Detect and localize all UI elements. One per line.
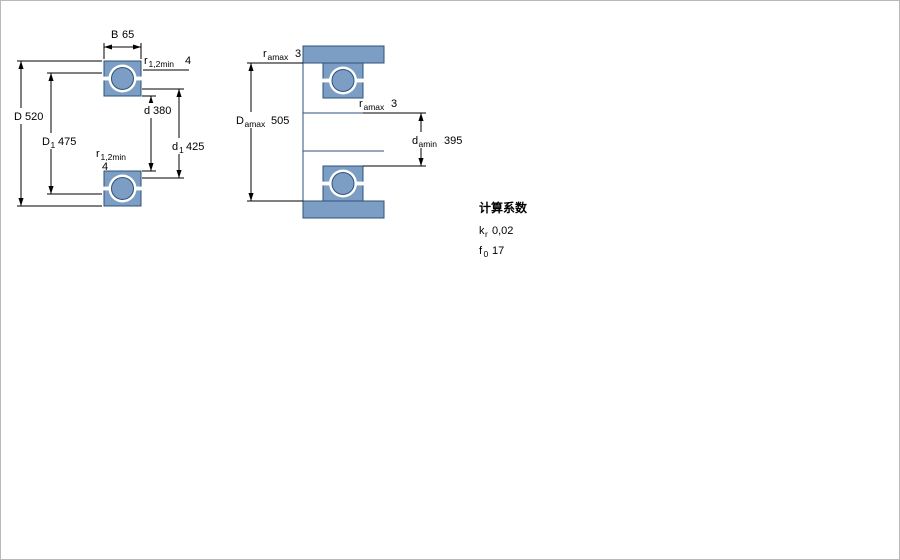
dim-value-r12-top: 4 xyxy=(185,55,191,67)
label-bg-d xyxy=(142,103,174,118)
dim-subscript-d1: 1 xyxy=(179,145,184,155)
ball-top xyxy=(111,67,134,90)
calculation-factors-title: 计算系数 xyxy=(479,200,528,215)
dim-subscript-r12-top: 1,2min xyxy=(149,59,175,69)
dim-symbol-D: D xyxy=(14,111,22,123)
dim-value-B: 65 xyxy=(122,29,134,41)
dim-symbol-B: B xyxy=(111,29,118,41)
dim-symbol-ra-mid: r xyxy=(359,98,363,110)
factor-subscript-f0: 0 xyxy=(484,249,489,259)
dim-symbol-D1: D xyxy=(42,136,50,148)
dim-value-r12-mid: 4 xyxy=(102,161,108,173)
factor-symbol-f0: f xyxy=(479,245,483,257)
calculation-factors: 计算系数 k r 0,02 f 0 17 xyxy=(479,200,528,259)
dim-value-d: 380 xyxy=(153,105,171,117)
label-bg-da xyxy=(410,132,466,148)
main-bearing-figure: B 65 r 1,2min 4 D 520 D 1 475 d 380 d xyxy=(12,29,209,207)
dim-value-ra-mid: 3 xyxy=(391,98,397,110)
bearing-solids-main xyxy=(103,60,142,207)
housing-shoulder-top xyxy=(302,45,385,64)
factor-symbol-kr: k xyxy=(479,225,485,237)
label-bg-Da xyxy=(234,112,292,128)
dim-subscript-Da: amax xyxy=(245,119,267,129)
ball-bottom xyxy=(331,172,355,195)
factor-value-f0: 17 xyxy=(492,245,504,257)
dim-symbol-r12-top: r xyxy=(144,55,148,67)
dim-value-D: 520 xyxy=(25,111,43,123)
dim-symbol-d1: d xyxy=(172,141,178,153)
dim-subscript-D1: 1 xyxy=(51,140,56,150)
dim-value-d1: 425 xyxy=(186,141,204,153)
dim-symbol-Da: D xyxy=(236,115,244,127)
dim-value-Da: 505 xyxy=(271,115,289,127)
ball-top xyxy=(331,69,355,92)
dim-subscript-ra-mid: amax xyxy=(364,102,386,112)
factor-value-kr: 0,02 xyxy=(492,225,513,237)
factor-subscript-kr: r xyxy=(485,229,488,239)
abutment-figure: D amax 505 r amax 3 d amin 395 r amax 3 xyxy=(234,45,466,219)
housing-shoulder-bottom xyxy=(302,200,385,219)
dim-value-da: 395 xyxy=(444,135,462,147)
dim-value-ra-top: 3 xyxy=(295,48,301,60)
dim-symbol-d: d xyxy=(144,105,150,117)
dim-subscript-da: amin xyxy=(419,139,438,149)
dim-value-D1: 475 xyxy=(58,136,76,148)
dim-subscript-r12-mid: 1,2min xyxy=(101,152,127,162)
label-bg-d1 xyxy=(170,138,209,154)
bearing-solids-abutment xyxy=(302,45,385,219)
dim-symbol-da: d xyxy=(412,135,418,147)
dim-subscript-ra-top: amax xyxy=(268,52,290,62)
label-bg-D1 xyxy=(40,133,82,149)
ball-bottom xyxy=(111,177,134,200)
dim-symbol-ra-top: r xyxy=(263,48,267,60)
label-bg-D xyxy=(12,108,48,124)
dim-symbol-r12-mid: r xyxy=(96,148,100,160)
